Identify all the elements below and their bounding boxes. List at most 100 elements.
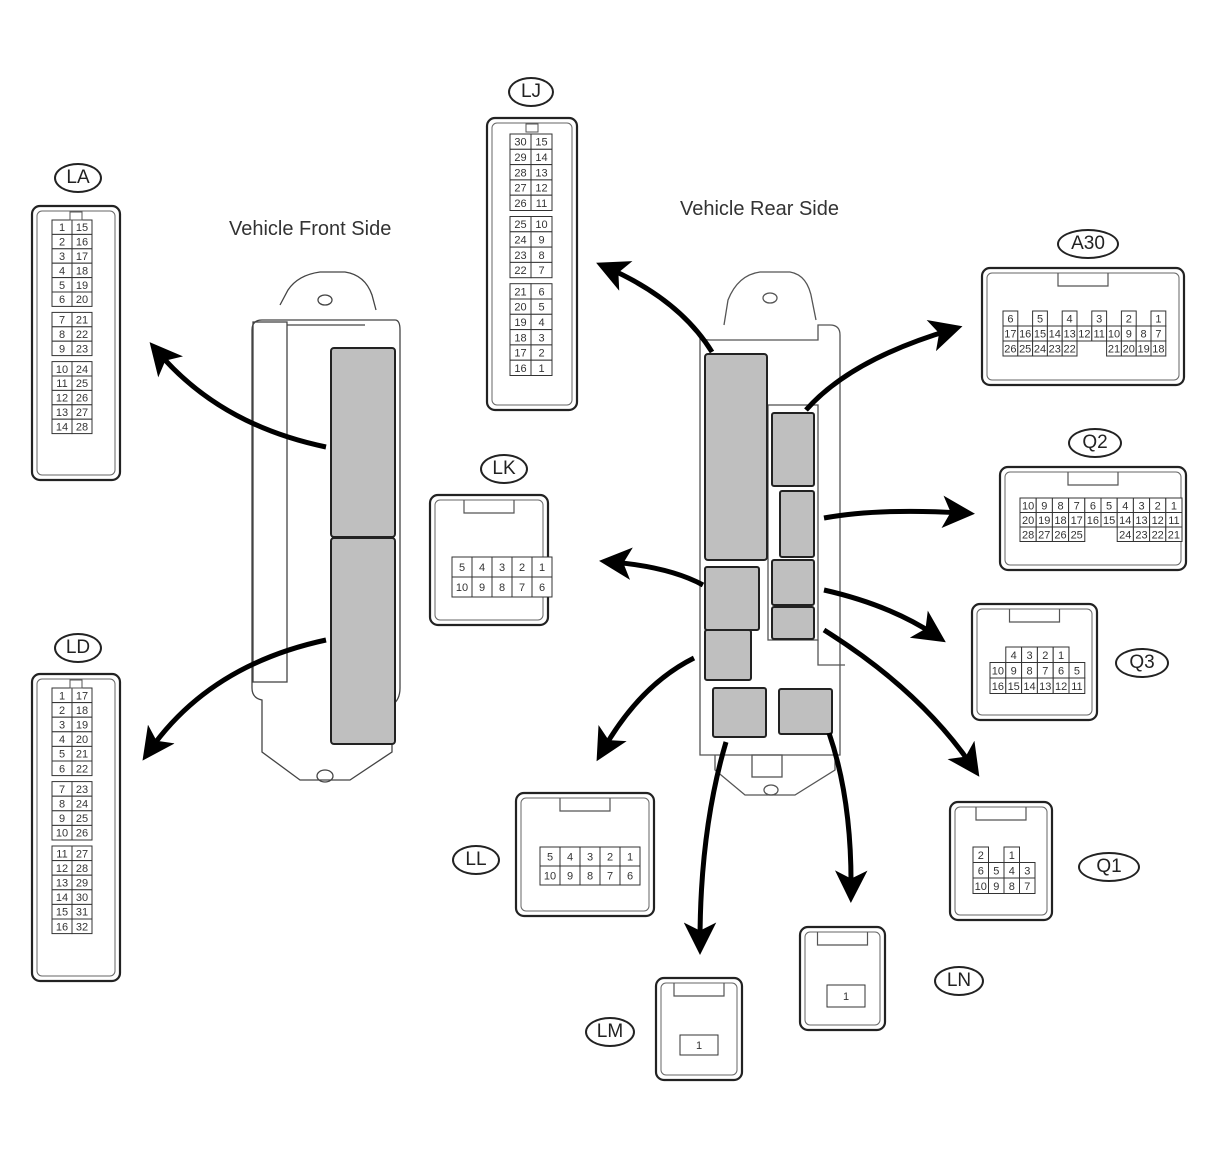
- pin-Q3-3: 3: [1021, 646, 1038, 663]
- svg-text:1: 1: [538, 363, 544, 375]
- svg-text:1: 1: [1171, 500, 1177, 512]
- module-LJ: [704, 353, 768, 561]
- svg-text:23: 23: [76, 343, 88, 355]
- svg-text:19: 19: [76, 280, 88, 292]
- svg-text:26: 26: [76, 828, 88, 840]
- svg-text:12: 12: [1055, 681, 1067, 693]
- ecu-front-rail: [252, 321, 288, 683]
- svg-text:8: 8: [59, 799, 65, 811]
- pin-LJ-16: 16: [509, 359, 532, 377]
- svg-text:27: 27: [1038, 529, 1050, 541]
- svg-text:4: 4: [538, 317, 544, 329]
- svg-text:24: 24: [76, 799, 88, 811]
- svg-text:15: 15: [1034, 329, 1046, 341]
- svg-text:8: 8: [59, 329, 65, 341]
- pin-Q2-8: 8: [1051, 497, 1070, 513]
- connector-label-Q2: Q2: [1068, 428, 1122, 458]
- svg-text:2: 2: [59, 237, 65, 249]
- pin-LJ-22: 22: [509, 261, 532, 279]
- pin-Q1-7: 7: [1019, 877, 1036, 894]
- pin-Q3-2: 2: [1036, 646, 1054, 663]
- svg-text:27: 27: [514, 183, 526, 195]
- pin-LA-8: 8: [51, 326, 73, 342]
- pin-LJ-21: 21: [509, 283, 532, 300]
- svg-text:10: 10: [456, 582, 468, 594]
- svg-text:16: 16: [514, 363, 526, 375]
- module-A30: [771, 412, 815, 487]
- svg-text:17: 17: [76, 251, 88, 263]
- svg-text:1: 1: [1058, 650, 1064, 662]
- svg-text:20: 20: [76, 734, 88, 746]
- arrow-to-LD: [142, 637, 327, 761]
- svg-text:3: 3: [1024, 865, 1030, 877]
- pin-LA-10: 10: [51, 361, 73, 377]
- svg-text:3: 3: [1138, 500, 1144, 512]
- svg-text:13: 13: [1039, 681, 1051, 693]
- pin-LA-21: 21: [71, 311, 93, 328]
- svg-text:1: 1: [1155, 314, 1161, 326]
- connector-latch: [1057, 273, 1109, 287]
- connector-label-LJ: LJ: [508, 77, 554, 107]
- svg-text:25: 25: [76, 813, 88, 825]
- svg-text:21: 21: [76, 749, 88, 761]
- svg-text:4: 4: [1122, 500, 1128, 512]
- pin-LK-9: 9: [471, 576, 493, 598]
- pin-LJ-20: 20: [509, 298, 532, 315]
- arrow-to-Q3: [823, 587, 946, 643]
- svg-text:7: 7: [1155, 329, 1161, 341]
- svg-text:16: 16: [1019, 329, 1031, 341]
- connector-label-LA: LA: [54, 163, 102, 193]
- svg-text:6: 6: [978, 865, 984, 877]
- pin-LJ-13: 13: [530, 164, 553, 181]
- pin-LD-24: 24: [71, 795, 93, 812]
- pin-A30-14: 14: [1046, 325, 1063, 342]
- svg-text:25: 25: [514, 219, 526, 231]
- pin-LJ-6: 6: [530, 283, 553, 300]
- pin-LJ-14: 14: [530, 148, 553, 166]
- svg-text:17: 17: [76, 690, 88, 702]
- svg-text:10: 10: [1108, 329, 1120, 341]
- svg-text:8: 8: [499, 582, 505, 594]
- pin-A30-11: 11: [1091, 325, 1108, 342]
- pin-LD-15: 15: [51, 903, 73, 920]
- svg-text:10: 10: [544, 871, 556, 883]
- pin-Q2-22: 22: [1149, 526, 1167, 542]
- pin-A30-17: 17: [1002, 325, 1019, 342]
- pin-Q1-8: 8: [1003, 877, 1020, 894]
- svg-text:4: 4: [567, 852, 573, 864]
- pin-LJ-18: 18: [509, 329, 532, 346]
- svg-text:22: 22: [1152, 529, 1164, 541]
- svg-text:9: 9: [1011, 665, 1017, 677]
- ecu-front-bracket-top: [279, 271, 377, 311]
- svg-text:25: 25: [1071, 529, 1083, 541]
- pin-LA-22: 22: [71, 326, 93, 342]
- pin-Q2-5: 5: [1100, 497, 1118, 513]
- connector-inner-wall: [491, 122, 573, 406]
- svg-text:14: 14: [56, 892, 68, 904]
- connector-housing: [654, 976, 744, 1082]
- svg-text:1: 1: [539, 562, 545, 574]
- pin-LD-18: 18: [71, 702, 93, 718]
- connector-inner-wall: [36, 678, 116, 977]
- svg-text:1: 1: [627, 852, 633, 864]
- svg-text:9: 9: [993, 881, 999, 893]
- pin-Q2-24: 24: [1116, 526, 1134, 542]
- svg-text:9: 9: [59, 813, 65, 825]
- svg-text:2: 2: [1126, 314, 1132, 326]
- pin-LK-8: 8: [491, 576, 513, 598]
- svg-text:13: 13: [1135, 515, 1147, 527]
- pin-LK-2: 2: [511, 556, 533, 578]
- pin-Q2-9: 9: [1035, 497, 1053, 513]
- svg-text:11: 11: [1168, 515, 1179, 527]
- svg-text:9: 9: [1126, 329, 1132, 341]
- pin-LA-20: 20: [71, 291, 93, 307]
- pin-LD-17: 17: [71, 687, 93, 704]
- module-LM: [712, 687, 767, 738]
- pin-LD-9: 9: [51, 810, 73, 826]
- svg-text:1: 1: [843, 991, 849, 1003]
- pin-LM-1: 1: [679, 1034, 719, 1056]
- connector-label-LK: LK: [480, 454, 528, 484]
- pin-A30-26: 26: [1002, 340, 1019, 357]
- svg-text:19: 19: [514, 317, 526, 329]
